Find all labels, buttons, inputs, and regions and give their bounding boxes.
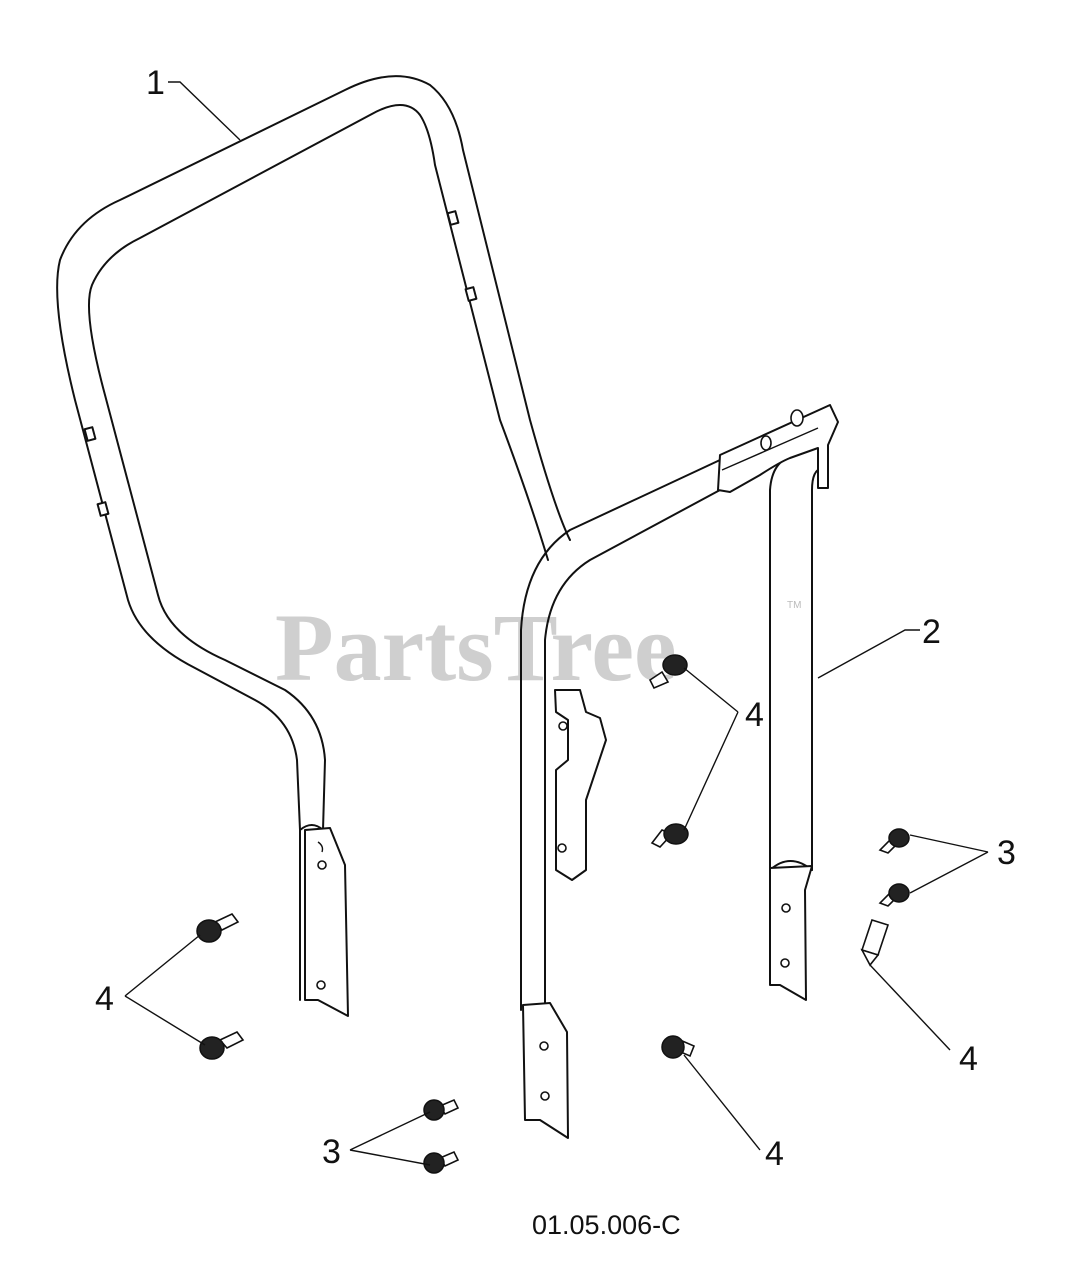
bolt[interactable] (196, 912, 240, 943)
callout-4c: 4 (959, 1040, 978, 1078)
callout-4a: 4 (745, 696, 764, 734)
screw[interactable] (423, 1098, 460, 1121)
leader-3a (909, 834, 989, 894)
callout-3b: 3 (322, 1133, 341, 1171)
bolt[interactable] (650, 823, 689, 848)
watermark-text: PartsTree (275, 594, 677, 701)
bolts-center[interactable] (648, 654, 689, 848)
callout-4b: 4 (95, 980, 114, 1018)
callout-labels: 1 2 3 3 4 4 4 4 (95, 64, 1016, 1173)
leader-4b (124, 934, 206, 1046)
bolt-bottom-center[interactable] (661, 1035, 696, 1059)
bolts-left[interactable] (196, 912, 245, 1060)
right-handle-frame[interactable] (520, 404, 839, 1139)
watermark: PartsTree TM (275, 594, 801, 701)
left-handle-frame[interactable] (56, 75, 571, 1017)
callout-2: 2 (922, 613, 941, 651)
leader-4d (683, 1054, 761, 1151)
screw[interactable] (878, 828, 910, 854)
leader-1 (168, 81, 241, 141)
bolt[interactable] (199, 1030, 245, 1060)
callout-1: 1 (146, 64, 165, 102)
leader-2 (817, 629, 920, 679)
screws-bottom-left[interactable] (423, 1098, 460, 1174)
screws-right[interactable] (878, 828, 910, 907)
bolt-right[interactable] (860, 919, 890, 967)
leader-3b (349, 1111, 431, 1166)
callout-3a: 3 (997, 834, 1016, 872)
watermark-trademark: TM (787, 600, 801, 611)
leader-4c (869, 964, 951, 1051)
callout-4d: 4 (765, 1135, 784, 1173)
leader-4a (683, 667, 739, 831)
screw[interactable] (878, 883, 910, 907)
bolt[interactable] (648, 654, 688, 690)
screw[interactable] (423, 1150, 460, 1174)
drawing-code: 01.05.006-C (532, 1210, 681, 1240)
leader-lines (124, 81, 989, 1166)
